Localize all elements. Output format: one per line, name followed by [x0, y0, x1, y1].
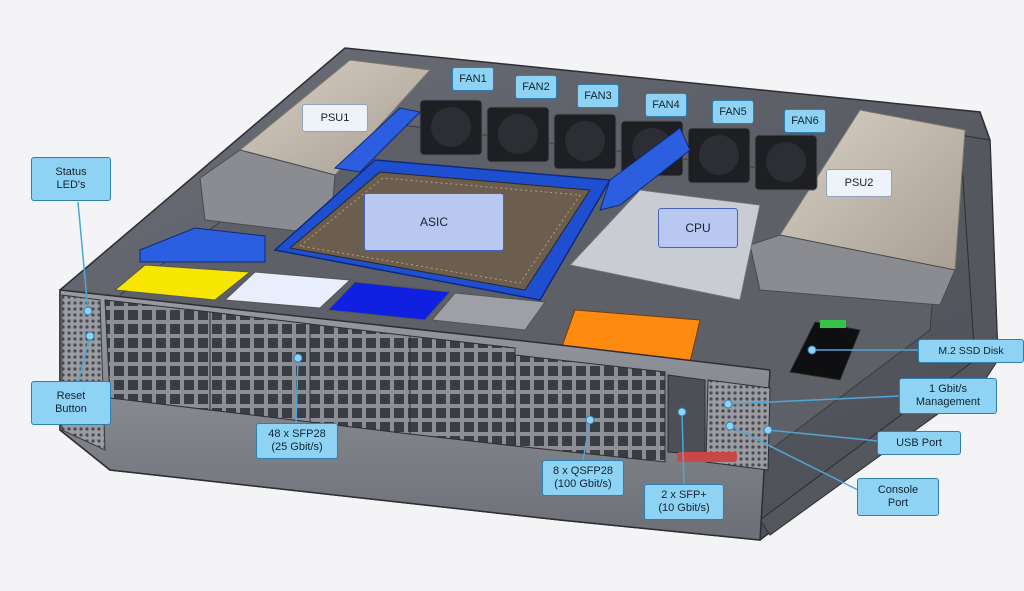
leader-mgmt — [727, 395, 901, 405]
fan-5-hub — [699, 135, 739, 175]
cage-top-gray — [431, 292, 546, 331]
dot-ssd — [807, 345, 817, 355]
leader-sfp-plus — [681, 411, 685, 486]
dot-mgmt — [723, 399, 733, 409]
label-usb: USB Port — [877, 431, 961, 455]
label-fan4: FAN4 — [645, 93, 687, 117]
left-vent — [61, 294, 106, 451]
fan-1-hub — [431, 107, 471, 147]
fan-2-hub — [498, 114, 538, 154]
dot-usb — [763, 425, 773, 435]
label-fan5: FAN5 — [712, 100, 754, 124]
label-fan1: FAN1 — [452, 67, 494, 91]
label-console: Console Port — [857, 478, 939, 516]
psu2-housing — [749, 234, 956, 306]
leader-reset — [77, 335, 91, 383]
label-status-leds: Status LED's — [31, 157, 111, 201]
label-fan2: FAN2 — [515, 75, 557, 99]
qsfp28-ports-block — [514, 354, 666, 463]
fan-6-hub — [766, 142, 806, 182]
cage-top-blue — [326, 281, 452, 321]
cage-top-yellow — [113, 264, 252, 301]
sfp28-ports-block-2 — [209, 311, 311, 423]
leader-console — [729, 425, 859, 491]
heatsink-fins — [298, 177, 581, 284]
label-reset-button: Reset Button — [31, 381, 111, 425]
fan-3-hub — [565, 121, 605, 161]
leader-lines — [77, 201, 918, 491]
dot-sfp28 — [293, 353, 303, 363]
sfp-plus-ports — [667, 374, 706, 456]
sfp28-ports-block-4 — [409, 335, 516, 447]
sfp28-ports-block-1 — [104, 299, 211, 411]
dot-sfp-plus — [677, 407, 687, 417]
shroud-top-rail — [333, 107, 422, 173]
leader-qsfp28 — [582, 419, 591, 462]
label-psu1: PSU1 — [302, 104, 368, 132]
dot-console — [725, 421, 735, 431]
leader-sfp28 — [295, 357, 299, 425]
pull-handle — [677, 452, 737, 462]
label-fan3: FAN3 — [577, 84, 619, 108]
ssd-module — [789, 321, 861, 381]
label-sfp28: 48 x SFP28 (25 Gbit/s) — [256, 423, 338, 459]
shroud-right-rail — [599, 127, 691, 211]
label-qsfp28: 8 x QSFP28 (100 Gbit/s) — [542, 460, 624, 496]
dot-qsfp28 — [585, 415, 595, 425]
label-sfp-plus: 2 x SFP+ (10 Gbit/s) — [644, 484, 724, 520]
cage-top-white — [223, 271, 352, 309]
label-cpu: CPU — [658, 208, 738, 248]
label-psu2: PSU2 — [826, 169, 892, 197]
label-fan6: FAN6 — [784, 109, 826, 133]
leader-status-leds — [77, 201, 89, 312]
label-mgmt: 1 Gbit/s Management — [899, 378, 997, 414]
dot-reset — [85, 331, 95, 341]
label-asic: ASIC — [364, 193, 504, 251]
label-m2-ssd: M.2 SSD Disk — [918, 339, 1024, 363]
dot-status-leds — [83, 306, 93, 316]
leader-usb — [767, 429, 879, 442]
leader-dots — [83, 306, 817, 435]
sfp28-ports-block-3 — [309, 323, 411, 435]
shroud-left-channel — [139, 227, 266, 263]
ssd-tab — [820, 320, 846, 328]
